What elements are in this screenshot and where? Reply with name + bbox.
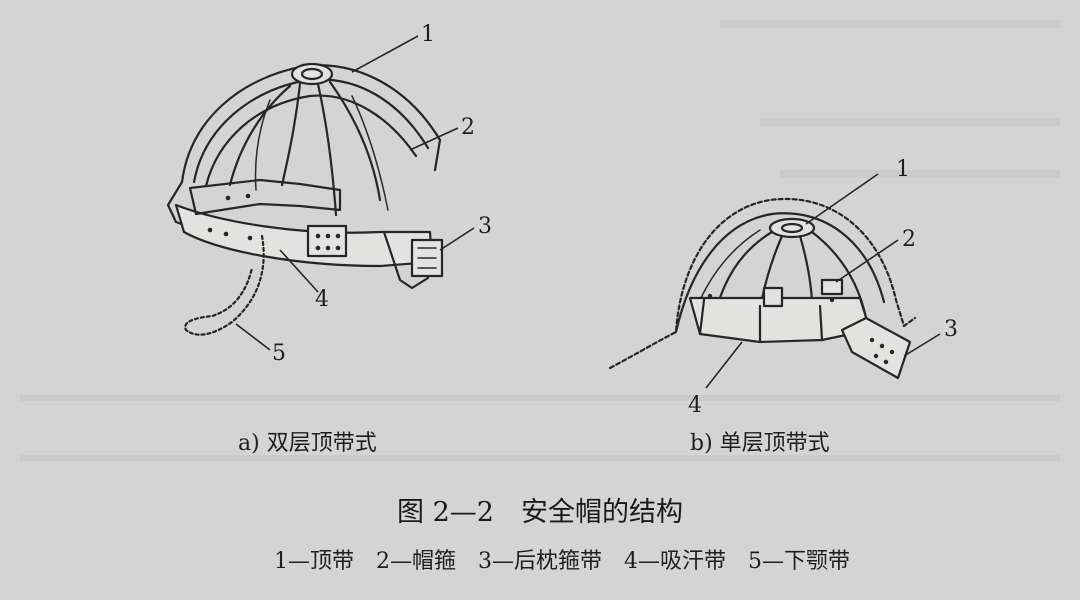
helmet-a-label-1: 1 (421, 22, 435, 47)
helmet-a-label-5: 5 (272, 341, 286, 366)
helmet-b-label-2: 2 (902, 227, 916, 252)
background-bleed-through (20, 20, 1060, 461)
helmet-a-label-2: 2 (461, 115, 475, 140)
helmet-b-label-4: 4 (688, 393, 702, 418)
figure-title: 图 2—2 安全帽的结构 (397, 497, 683, 528)
caption-b: b) 单层顶带式 (690, 431, 830, 456)
figure-legend: 1—顶带 2—帽箍 3—后枕箍带 4—吸汗带 5—下颚带 (274, 549, 850, 574)
helmet-diagram-b: 1 2 3 4 (608, 157, 958, 418)
helmet-diagram-a: 1 2 3 4 5 (166, 22, 492, 366)
helmet-b-label-3: 3 (944, 317, 958, 342)
helmet-a-label-4: 4 (315, 287, 329, 312)
helmet-b-label-1: 1 (896, 157, 910, 182)
caption-a: a) 双层顶带式 (238, 431, 377, 456)
helmet-a-label-3: 3 (478, 214, 492, 239)
